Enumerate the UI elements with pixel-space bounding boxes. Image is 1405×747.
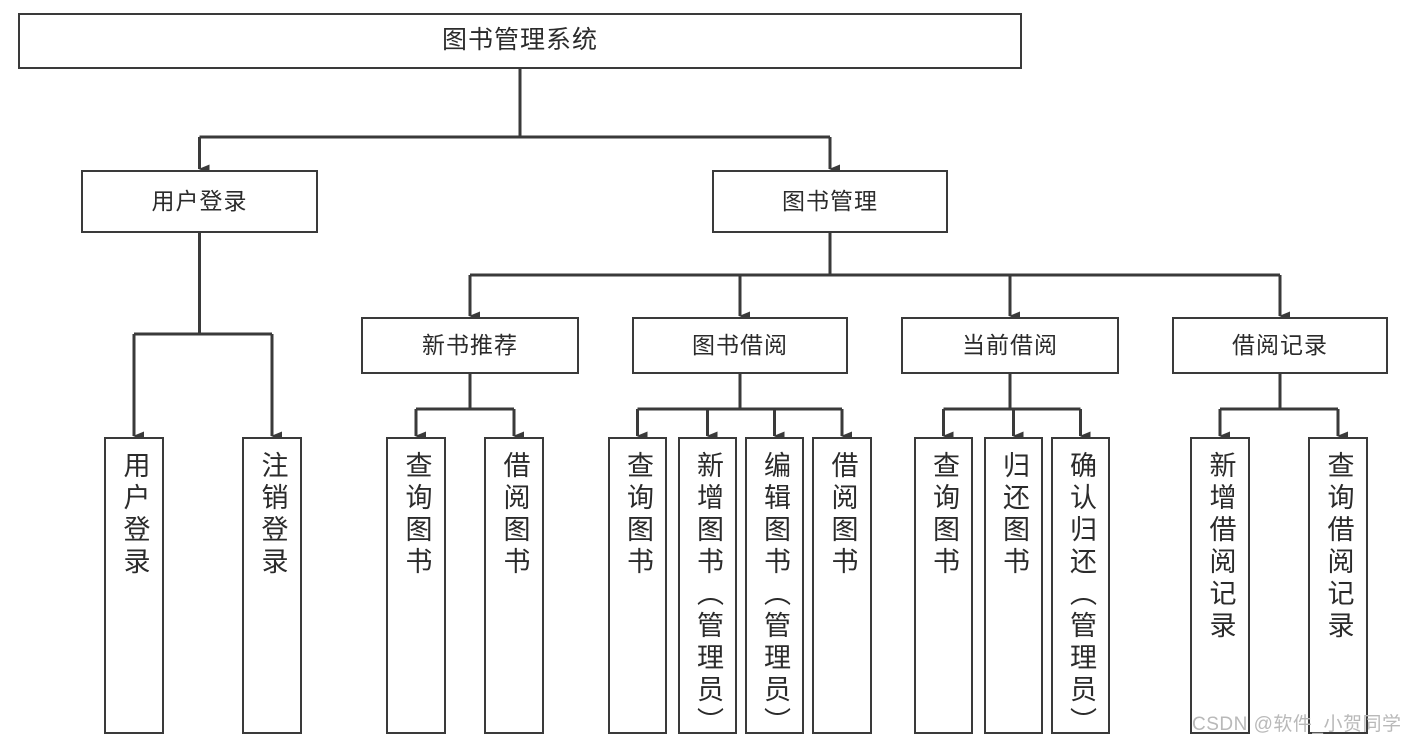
node-label-l4-1: 注销登录	[257, 451, 288, 579]
node-label-l4-10: 确认归还（管理员）	[1066, 451, 1096, 734]
node-box-l3-1[interactable]: 图书借阅	[632, 317, 848, 374]
node-box-l4-5[interactable]: 新增图书（管理员）	[678, 437, 737, 734]
node-box-l4-0[interactable]: 用户登录	[104, 437, 164, 734]
node-label-l4-12: 查询借阅记录	[1323, 451, 1354, 643]
node-box-l4-2[interactable]: 查询图书	[386, 437, 446, 734]
node-label-l4-9: 归还图书	[999, 451, 1029, 579]
node-label-l4-6: 编辑图书（管理员）	[760, 451, 790, 734]
node-label-l3-2: 当前借阅	[962, 331, 1058, 358]
node-box-root[interactable]: 图书管理系统	[18, 13, 1022, 69]
node-label-l4-7: 借阅图书	[827, 451, 858, 579]
node-label-l4-2: 查询图书	[401, 451, 432, 579]
node-label-l4-0: 用户登录	[119, 451, 150, 579]
node-label-l4-4: 查询图书	[623, 451, 653, 579]
node-box-l3-3[interactable]: 借阅记录	[1172, 317, 1388, 374]
node-label-l3-1: 图书借阅	[692, 331, 788, 358]
node-label-l2-0: 用户登录	[151, 187, 248, 214]
node-label-l2-1: 图书管理	[782, 187, 878, 214]
node-box-l4-11[interactable]: 新增借阅记录	[1190, 437, 1250, 734]
node-box-l4-10[interactable]: 确认归还（管理员）	[1051, 437, 1110, 734]
node-label-l4-5: 新增图书（管理员）	[693, 451, 723, 734]
node-label-l4-3: 借阅图书	[499, 451, 530, 579]
node-box-l4-4[interactable]: 查询图书	[608, 437, 667, 734]
node-box-l4-9[interactable]: 归还图书	[984, 437, 1043, 734]
node-label-root: 图书管理系统	[441, 26, 598, 55]
node-label-l3-0: 新书推荐	[422, 331, 518, 358]
node-box-l4-3[interactable]: 借阅图书	[484, 437, 544, 734]
node-box-l4-7[interactable]: 借阅图书	[812, 437, 872, 734]
node-label-l4-11: 新增借阅记录	[1205, 451, 1236, 643]
node-box-l3-0[interactable]: 新书推荐	[361, 317, 579, 374]
node-box-l4-12[interactable]: 查询借阅记录	[1308, 437, 1368, 734]
node-box-l2-0[interactable]: 用户登录	[81, 170, 318, 233]
node-box-l4-8[interactable]: 查询图书	[914, 437, 973, 734]
node-label-l4-8: 查询图书	[929, 451, 959, 579]
node-box-l4-1[interactable]: 注销登录	[242, 437, 302, 734]
node-box-l3-2[interactable]: 当前借阅	[901, 317, 1119, 374]
node-box-l4-6[interactable]: 编辑图书（管理员）	[745, 437, 804, 734]
node-label-l3-3: 借阅记录	[1232, 331, 1328, 358]
node-box-l2-1[interactable]: 图书管理	[712, 170, 948, 233]
